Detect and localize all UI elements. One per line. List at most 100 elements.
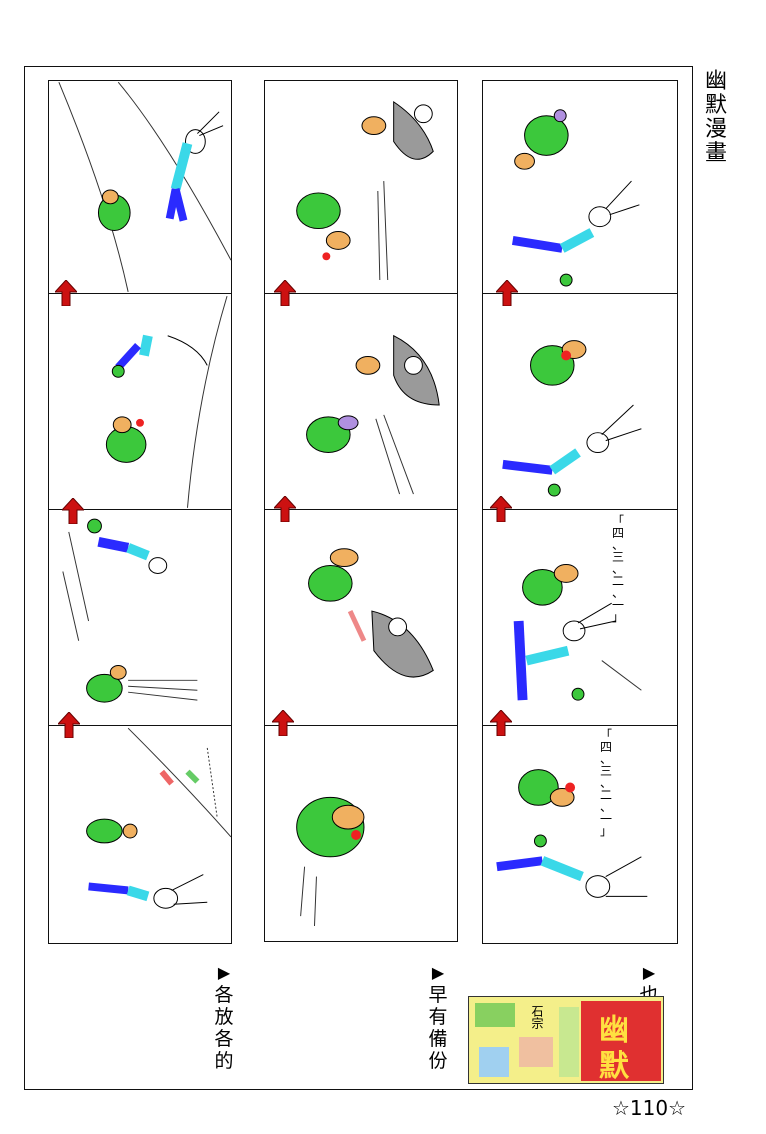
turtle-figure bbox=[522, 564, 579, 606]
panel-c3 bbox=[49, 511, 231, 725]
speech-char: 四 bbox=[599, 740, 612, 754]
rabbit-figure bbox=[513, 602, 616, 701]
bird-figure bbox=[371, 610, 434, 678]
speech-char: 、 bbox=[611, 562, 624, 576]
caption-char: 放 bbox=[214, 1006, 234, 1028]
panel-divider bbox=[49, 725, 231, 726]
caption-char: 各 bbox=[214, 984, 234, 1006]
panel-b1 bbox=[265, 81, 457, 293]
panel-divider bbox=[483, 509, 677, 510]
speech-bubble: 「 四 、 三 、 二 、 一 」 bbox=[611, 515, 625, 623]
turtle-figure bbox=[296, 192, 351, 261]
side-title-char: 幽 bbox=[704, 69, 727, 94]
rabbit-figure bbox=[502, 404, 642, 497]
caption-marker: ▶ bbox=[642, 963, 656, 982]
panel-a1 bbox=[483, 81, 677, 293]
caption-char: 有 bbox=[428, 1006, 448, 1028]
speech-bubble: 「 四 、 三 、 二 、 一 」 bbox=[599, 729, 613, 837]
side-title-char: 漫 bbox=[704, 117, 727, 142]
caption-char: 早 bbox=[428, 984, 448, 1006]
panel-divider bbox=[265, 725, 457, 726]
speech-char: 」 bbox=[599, 824, 612, 838]
panel-divider bbox=[483, 293, 677, 294]
speech-char: 、 bbox=[599, 800, 612, 814]
panel-divider bbox=[265, 509, 457, 510]
turtle-figure bbox=[530, 340, 587, 386]
panel-a3: 「 四 、 三 、 二 、 一 」 bbox=[483, 511, 677, 725]
speech-char: 二 bbox=[599, 788, 612, 802]
turtle-figure bbox=[86, 664, 127, 703]
red-arrow-icon bbox=[62, 498, 84, 524]
turtle-figure bbox=[306, 415, 359, 453]
rabbit-figure bbox=[496, 834, 648, 898]
turtle-figure bbox=[97, 189, 131, 232]
red-arrow-icon bbox=[274, 496, 296, 522]
caption-char: 份 bbox=[428, 1050, 448, 1072]
speech-char: 」 bbox=[611, 610, 624, 624]
speech-char: 「 bbox=[611, 514, 624, 528]
side-title-char: 默 bbox=[704, 93, 727, 118]
turtle-figure bbox=[105, 416, 147, 463]
comic-strip-a: 「 四 、 三 、 二 、 一 」 bbox=[482, 80, 678, 944]
speech-char: 「 bbox=[599, 728, 612, 742]
panel-divider bbox=[483, 725, 677, 726]
page-number: ☆110☆ bbox=[612, 1096, 687, 1120]
speech-char: 、 bbox=[611, 586, 624, 600]
speech-char: 三 bbox=[599, 764, 612, 778]
side-title: 幽 默 漫 畫 bbox=[702, 70, 730, 166]
rabbit-figure bbox=[511, 180, 640, 287]
caption-marker: ▶ bbox=[217, 963, 231, 982]
panel-a4: 「 四 、 三 、 二 、 一 」 bbox=[483, 727, 677, 943]
comic-strip-c bbox=[48, 80, 232, 944]
comic-title-stamp: 幽 默 石宗 bbox=[468, 996, 664, 1084]
bird-figure bbox=[393, 100, 434, 160]
turtle-figure bbox=[514, 109, 569, 170]
panel-b2 bbox=[265, 295, 457, 509]
rabbit-figure bbox=[88, 874, 208, 909]
rabbit-figure bbox=[165, 111, 224, 222]
turtle-figure bbox=[296, 796, 365, 858]
red-arrow-icon bbox=[55, 280, 77, 306]
panel-divider bbox=[49, 293, 231, 294]
speech-char: 二 bbox=[611, 574, 624, 588]
stamp-title-char: 默 bbox=[599, 1049, 629, 1084]
turtle-figure bbox=[86, 818, 138, 844]
panel-c4 bbox=[49, 727, 232, 943]
caption-char: 的 bbox=[214, 1050, 234, 1072]
caption-char: 備 bbox=[428, 1028, 448, 1050]
panel-divider bbox=[265, 293, 457, 294]
rabbit-figure bbox=[87, 518, 168, 574]
panel-a2 bbox=[483, 295, 677, 509]
panel-b4 bbox=[265, 727, 457, 941]
panel-b3 bbox=[265, 511, 457, 725]
red-arrow-icon bbox=[274, 280, 296, 306]
turtle-figure bbox=[518, 769, 576, 807]
speech-char: 四 bbox=[611, 526, 624, 540]
speech-char: 三 bbox=[611, 550, 624, 564]
speech-char: 、 bbox=[599, 752, 612, 766]
red-arrow-icon bbox=[490, 496, 512, 522]
panel-c1 bbox=[49, 81, 232, 293]
panel-c2 bbox=[49, 295, 231, 509]
red-arrow-icon bbox=[58, 712, 80, 738]
bird-figure bbox=[393, 334, 440, 406]
page-frame bbox=[24, 66, 693, 1090]
red-arrow-icon bbox=[496, 280, 518, 306]
red-arrow-icon bbox=[490, 710, 512, 736]
side-title-char: 畫 bbox=[704, 141, 727, 166]
comic-strip-b bbox=[264, 80, 458, 942]
speech-char: 、 bbox=[611, 538, 624, 552]
speech-char: 、 bbox=[599, 776, 612, 790]
turtle-figure bbox=[308, 548, 359, 602]
speech-char: 一 bbox=[599, 812, 612, 826]
red-arrow-icon bbox=[272, 710, 294, 736]
caption-strip-c: ▶ 各 放 各 的 bbox=[212, 962, 236, 1072]
caption-strip-b: ▶ 早 有 備 份 bbox=[426, 962, 450, 1072]
caption-char: 各 bbox=[214, 1028, 234, 1050]
rabbit-figure bbox=[111, 334, 208, 378]
stamp-author: 石宗 bbox=[530, 1005, 544, 1029]
caption-marker: ▶ bbox=[431, 963, 445, 982]
stamp-title-char: 幽 bbox=[599, 1013, 629, 1048]
speech-char: 一 bbox=[611, 598, 624, 612]
panel-divider bbox=[49, 509, 231, 510]
